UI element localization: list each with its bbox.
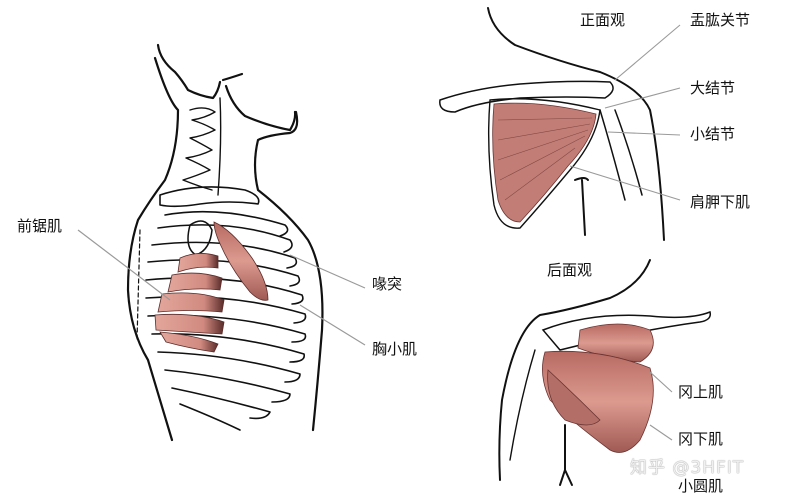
label-pectoralis-minor: 胸小肌 — [372, 340, 418, 358]
watermark: 知乎 @3HFIT — [630, 458, 745, 478]
pectoralis-minor-muscle — [213, 221, 269, 301]
label-glenohumeral-joint: 盂肱关节 — [690, 11, 751, 29]
label-coracoid-process: 喙突 — [372, 275, 403, 293]
teres-minor-muscle — [547, 369, 601, 426]
label-serratus-anterior: 前锯肌 — [17, 217, 63, 235]
subscapularis-muscle — [492, 102, 597, 223]
caption-back-view: 后面观 — [547, 261, 593, 279]
front-view-shoulder — [439, 7, 665, 241]
leader-lines-back — [649, 371, 673, 441]
serratus-anterior-muscle — [154, 253, 225, 353]
label-subscapularis: 肩胛下肌 — [690, 193, 751, 211]
leader-lines-side — [77, 229, 366, 346]
label-supraspinatus: 冈上肌 — [678, 383, 724, 401]
label-teres-minor: 小圆肌 — [678, 477, 724, 495]
infraspinatus-muscle — [542, 350, 654, 453]
leader-lines-front — [569, 24, 681, 201]
label-lesser-tubercle: 小结节 — [690, 125, 736, 143]
caption-front-view: 正面观 — [580, 11, 626, 29]
label-greater-tubercle: 大结节 — [690, 79, 736, 97]
label-infraspinatus: 冈下肌 — [678, 430, 724, 448]
